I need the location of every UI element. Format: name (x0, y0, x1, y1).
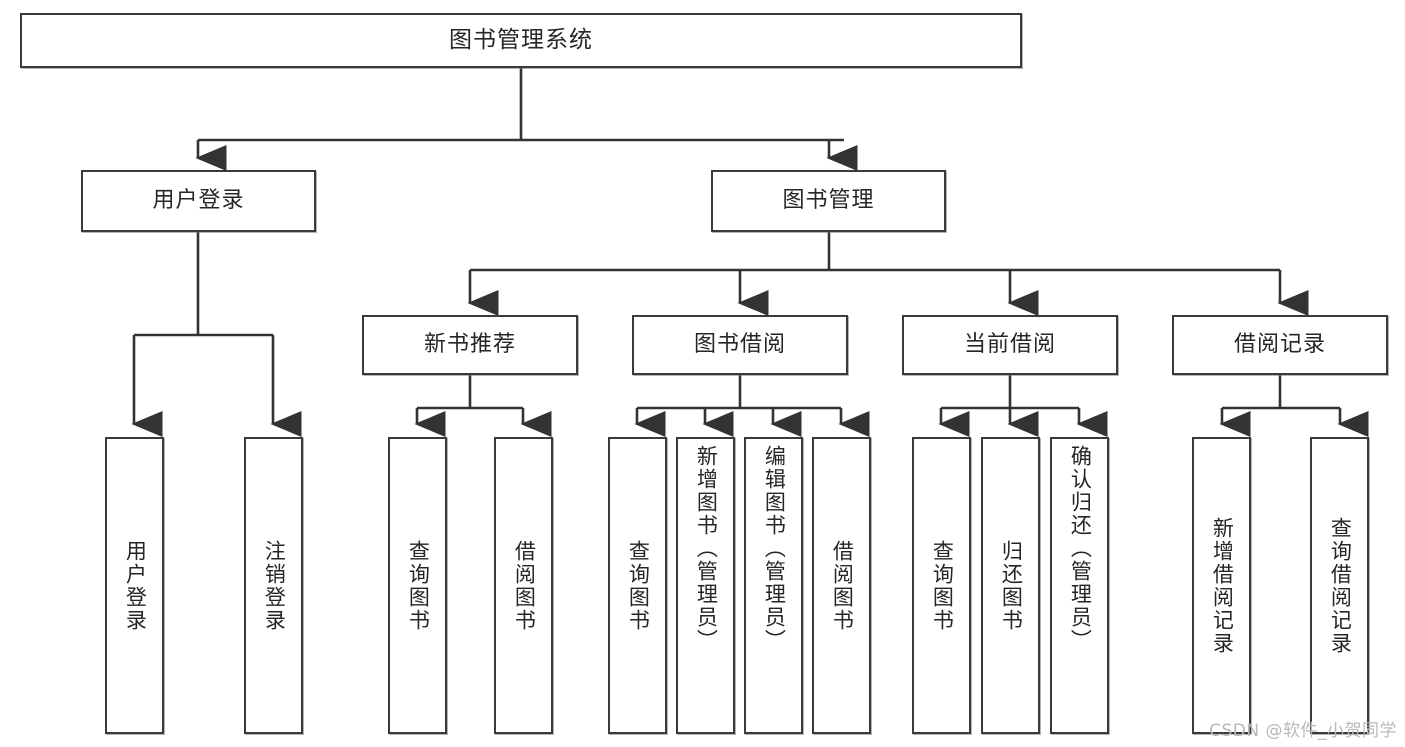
node-label: 新增图书（管理员） (694, 445, 719, 652)
node-label: 新书推荐 (423, 331, 516, 357)
node-leaf-query-record[interactable]: 查询借阅记录 (1310, 437, 1369, 734)
node-label: 当前借阅 (963, 331, 1056, 357)
node-label: 编辑图书（管理员） (762, 445, 787, 652)
node-label: 图书借阅 (693, 331, 786, 357)
node-borrow-record[interactable]: 借阅记录 (1172, 315, 1388, 375)
node-root-system[interactable]: 图书管理系统 (20, 13, 1022, 68)
node-label: 用户登录 (152, 187, 245, 213)
node-new-book-recommend[interactable]: 新书推荐 (362, 315, 578, 375)
node-label: 查询图书 (930, 539, 955, 632)
node-leaf-add-record[interactable]: 新增借阅记录 (1192, 437, 1251, 734)
node-leaf-query-book-2[interactable]: 查询图书 (608, 437, 667, 734)
node-leaf-add-book[interactable]: 新增图书（管理员） (676, 437, 735, 734)
node-leaf-confirm-return[interactable]: 确认归还（管理员） (1050, 437, 1109, 734)
node-user-login[interactable]: 用户登录 (81, 170, 316, 232)
node-current-borrow[interactable]: 当前借阅 (902, 315, 1118, 375)
node-label: 归还图书 (999, 539, 1024, 632)
node-leaf-logout-login[interactable]: 注销登录 (244, 437, 303, 734)
node-leaf-user-login[interactable]: 用户登录 (105, 437, 164, 734)
node-label: 图书管理系统 (449, 26, 593, 53)
node-label: 借阅图书 (830, 539, 855, 632)
node-label: 查询图书 (406, 539, 431, 632)
node-label: 借阅图书 (512, 539, 537, 632)
node-leaf-borrow-book-2[interactable]: 借阅图书 (812, 437, 871, 734)
node-label: 确认归还（管理员） (1068, 445, 1093, 652)
node-label: 新增借阅记录 (1210, 516, 1235, 655)
node-label: 借阅记录 (1233, 331, 1326, 357)
watermark: CSDN @软件_小贺同学 (1209, 721, 1397, 741)
node-leaf-query-book-3[interactable]: 查询图书 (912, 437, 971, 734)
node-label: 查询图书 (626, 539, 651, 632)
node-leaf-borrow-book-1[interactable]: 借阅图书 (494, 437, 553, 734)
node-label: 注销登录 (262, 539, 287, 632)
node-label: 用户登录 (123, 539, 148, 632)
node-label: 查询借阅记录 (1328, 516, 1353, 655)
node-book-manage[interactable]: 图书管理 (711, 170, 946, 232)
node-leaf-return-book[interactable]: 归还图书 (981, 437, 1040, 734)
node-leaf-query-book-1[interactable]: 查询图书 (388, 437, 447, 734)
node-label: 图书管理 (782, 187, 875, 213)
node-book-borrow[interactable]: 图书借阅 (632, 315, 848, 375)
node-leaf-edit-book[interactable]: 编辑图书（管理员） (744, 437, 803, 734)
